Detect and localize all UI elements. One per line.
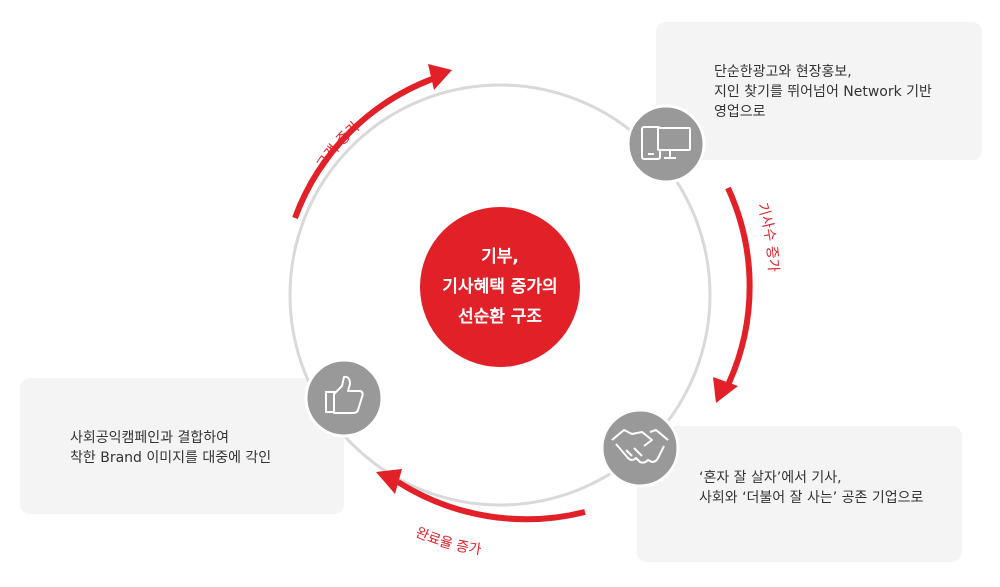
center-title-line-2: 기사혜택 증가의 [442, 277, 558, 297]
top-right-line-2: 지인 찾기를 뛰어넘어 Network 기반 [714, 84, 932, 100]
bottom-right-description: ‘혼자 잘 살자’에서 기사, 사회와 ‘더불어 잘 사는’ 공존 기업으로 [699, 468, 923, 508]
arrow-label-top-left: 고객 증가 [314, 119, 364, 172]
center-title-line-3: 선순환 구조 [457, 307, 543, 327]
bottom-right-line-1: ‘혼자 잘 살자’에서 기사, [699, 470, 842, 486]
bottom-right-description-box: ‘혼자 잘 살자’에서 기사, 사회와 ‘더불어 잘 사는’ 공존 기업으로 [637, 426, 962, 562]
center-title: 기부, 기사혜택 증가의 선순환 구조 [420, 242, 580, 332]
top-right-description: 단순한광고와 현장홍보, 지인 찾기를 뛰어넘어 Network 기반 영업으로 [714, 62, 932, 122]
center-title-line-1: 기부, [481, 247, 519, 267]
arrow-label-right: 기사수 증가 [754, 201, 781, 272]
left-line-1: 사회공익캠페인과 결합하여 [70, 430, 230, 446]
arrow-bottom [376, 469, 586, 523]
devices-icon [626, 104, 706, 184]
left-description: 사회공익캠페인과 결합하여 착한 Brand 이미지를 대중에 각인 [70, 428, 271, 468]
left-description-box: 사회공익캠페인과 결합하여 착한 Brand 이미지를 대중에 각인 [20, 378, 344, 514]
top-right-line-1: 단순한광고와 현장홍보, [714, 64, 852, 80]
arrow-label-bottom: 완료율 증가 [413, 525, 482, 559]
arrow-right [713, 186, 753, 403]
cycle-ring [288, 83, 712, 507]
arrow-top-left [292, 64, 452, 220]
center-circle [420, 207, 580, 367]
left-line-2: 착한 Brand 이미지를 대중에 각인 [70, 450, 272, 466]
thumbs-up-icon [304, 358, 384, 438]
handshake-icon [600, 408, 680, 488]
top-right-description-box: 단순한광고와 현장홍보, 지인 찾기를 뛰어넘어 Network 기반 영업으로 [656, 22, 982, 160]
top-right-line-3: 영업으로 [714, 104, 766, 120]
bottom-right-line-2: 사회와 ‘더불어 잘 사는’ 공존 기업으로 [699, 490, 924, 506]
